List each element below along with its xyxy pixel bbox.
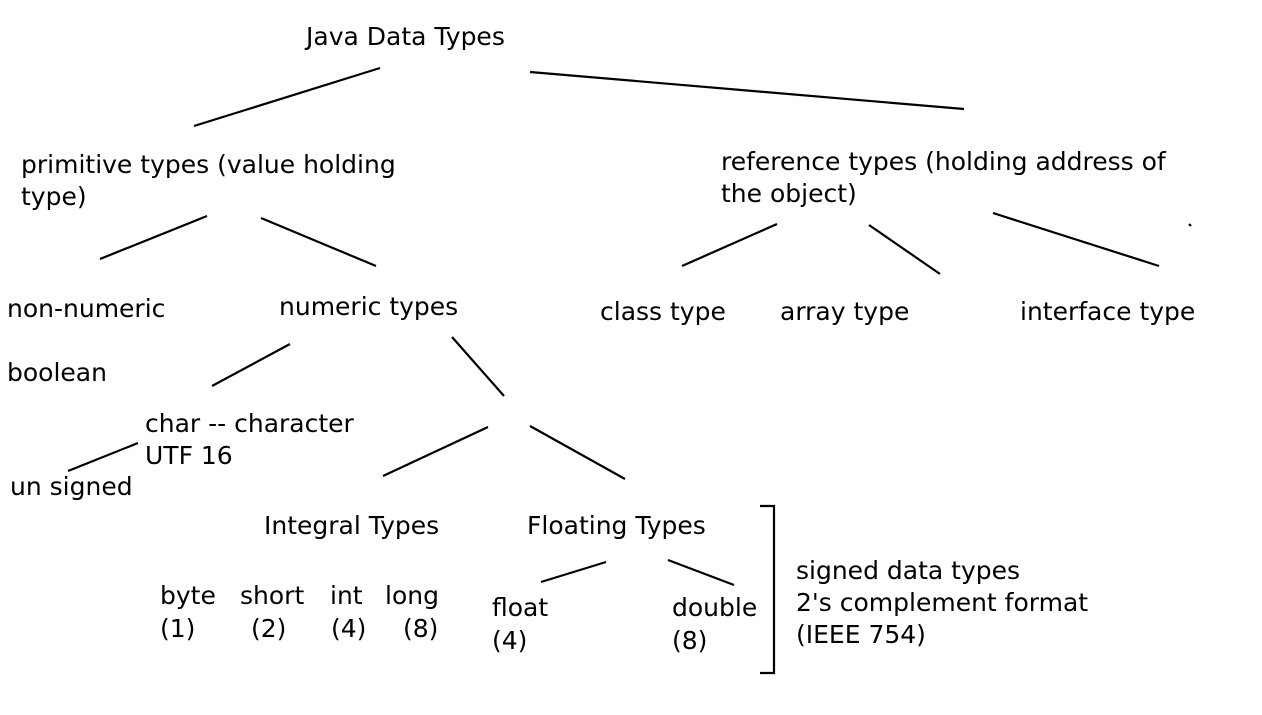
edge-reference-array bbox=[868, 224, 941, 275]
note-signed-line1: signed data types bbox=[796, 556, 1021, 585]
node-boolean: boolean bbox=[7, 358, 107, 387]
node-byte-size: (1) bbox=[160, 614, 196, 643]
node-float-size: (4) bbox=[492, 626, 528, 655]
node-primitive-types-line1: primitive types (value holding bbox=[21, 150, 396, 179]
edge-numeric-integral bbox=[382, 426, 489, 477]
node-integral-types: Integral Types bbox=[264, 511, 440, 540]
edge-root-reference bbox=[529, 70, 965, 111]
node-reference-types-line1: reference types (holding address of bbox=[721, 147, 1166, 176]
edge-floating-double bbox=[667, 558, 735, 587]
node-short: short bbox=[240, 581, 305, 610]
node-non-numeric: non-numeric bbox=[7, 294, 166, 323]
node-floating-types: Floating Types bbox=[527, 511, 706, 540]
node-long: long bbox=[385, 581, 439, 610]
edge-root-primitive bbox=[193, 66, 381, 128]
edge-numeric-char bbox=[211, 343, 291, 387]
node-char-line1: char -- character bbox=[145, 409, 354, 438]
node-primitive-types-line2: type) bbox=[21, 182, 87, 211]
node-java-data-types: Java Data Types bbox=[306, 22, 505, 51]
signed-bracket bbox=[760, 504, 776, 675]
edge-numeric-split bbox=[451, 336, 505, 397]
node-long-size: (8) bbox=[403, 614, 439, 643]
node-float: float bbox=[492, 593, 549, 622]
edge-floating-float bbox=[540, 560, 607, 584]
stray-dot bbox=[1188, 223, 1192, 227]
node-short-size: (2) bbox=[251, 614, 287, 643]
edge-reference-interface bbox=[992, 211, 1160, 268]
node-byte: byte bbox=[160, 581, 216, 610]
node-int: int bbox=[330, 581, 363, 610]
edge-numeric-floating bbox=[529, 425, 626, 480]
node-double-size: (8) bbox=[672, 626, 708, 655]
node-unsigned: un signed bbox=[10, 472, 133, 501]
edge-reference-class bbox=[681, 222, 778, 268]
edge-primitive-nonnumeric bbox=[99, 214, 208, 261]
note-signed-line2: 2's complement format bbox=[796, 588, 1089, 617]
node-array-type: array type bbox=[780, 297, 910, 326]
node-char-line2: UTF 16 bbox=[145, 441, 233, 470]
note-signed-line3: (IEEE 754) bbox=[796, 620, 926, 649]
node-class-type: class type bbox=[600, 297, 726, 326]
edge-primitive-numeric bbox=[260, 216, 377, 268]
node-numeric-types: numeric types bbox=[279, 292, 459, 321]
edge-char-unsigned bbox=[67, 441, 139, 473]
node-int-size: (4) bbox=[331, 614, 367, 643]
node-double: double bbox=[672, 593, 758, 622]
node-interface-type: interface type bbox=[1020, 297, 1196, 326]
node-reference-types-line2: the object) bbox=[721, 179, 857, 208]
